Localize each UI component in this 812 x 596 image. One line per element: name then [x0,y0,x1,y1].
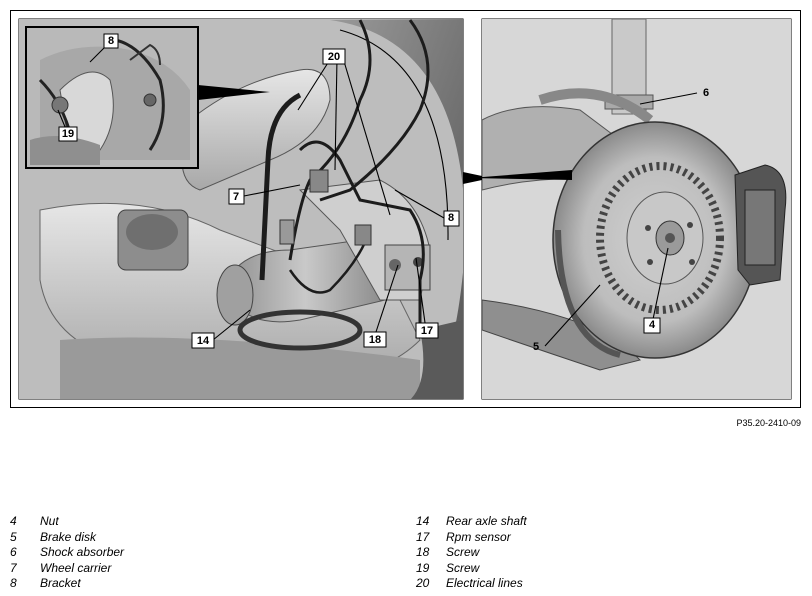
legend-number: 14 [416,514,430,528]
legend-text: Rpm sensor [446,529,511,544]
legend-number: 19 [416,560,430,575]
svg-text:6: 6 [703,87,709,99]
svg-text:17: 17 [421,325,433,337]
callout-17: 17 [415,322,439,339]
svg-text:18: 18 [369,334,381,346]
legend-text: Rear axle shaft [446,514,527,528]
callout-14: 14 [191,332,215,349]
svg-text:8: 8 [448,212,454,224]
left-panel [18,18,464,400]
legend-number: 4 [10,514,17,528]
legend-item: 17 Rpm sensor [416,530,527,546]
legend-text: Shock absorber [40,545,125,560]
right-panel [481,18,792,400]
legend-item: 8 Bracket [10,576,124,592]
legend-item: 20 Electrical lines [416,576,527,592]
svg-text:8: 8 [108,35,114,47]
legend-number: 8 [10,576,17,591]
legend-number: 18 [416,545,430,560]
figure-reference: P35.20-2410-09 [736,418,801,428]
svg-text:7: 7 [233,191,239,203]
legend-item: 5 Brake disk [10,530,124,546]
svg-text:20: 20 [328,51,340,63]
panel-link-wedge [470,170,572,180]
leader-lines [57,41,698,347]
legend-text: Screw [446,545,480,560]
svg-text:14: 14 [197,335,210,347]
legend-number: 7 [10,560,17,575]
callout-8-inset: 8 [103,33,119,49]
legend-text: Wheel carrier [40,560,112,575]
legend-text: Screw [446,560,480,575]
legend-item: 14 Rear axle shaft [416,514,527,530]
legend-item: 7 Wheel carrier [10,561,124,577]
callouts: 8 19 20 7 8 14 18 17 6 5 4 [58,33,709,353]
svg-text:5: 5 [533,341,539,353]
callout-20: 20 [322,48,346,65]
legend-number: 17 [416,529,430,544]
legend-item: 4 Nut [10,514,124,530]
svg-text:4: 4 [649,319,656,331]
callout-6: 6 [703,87,709,99]
inset-pointer [198,85,270,100]
detail-inset [25,26,270,169]
legend-left: 4 Nut 5 Brake disk 6 Shock absorber 7 Wheel … [10,514,124,592]
legend-number: 6 [10,545,17,560]
legend-text: Nut [40,514,59,528]
legend-text: Brake disk [40,529,97,544]
legend-number: 20 [416,576,430,591]
legend-text: Bracket [40,576,81,591]
legend-item: 19 Screw [416,561,527,577]
callout-8-main: 8 [443,210,460,227]
legend-item: 18 Screw [416,545,527,561]
callout-18: 18 [363,331,387,348]
rear-axle-illustration: 8 19 20 7 8 14 18 17 6 5 4 [18,18,792,400]
legend-number: 5 [10,529,17,544]
legend-text: Electrical lines [446,576,523,591]
callout-7: 7 [228,188,245,205]
legend-item: 6 Shock absorber [10,545,124,561]
callout-4: 4 [643,317,661,334]
electrical-line [259,92,302,281]
svg-text:19: 19 [62,128,74,140]
callout-19: 19 [58,126,78,142]
callout-5: 5 [533,341,539,353]
